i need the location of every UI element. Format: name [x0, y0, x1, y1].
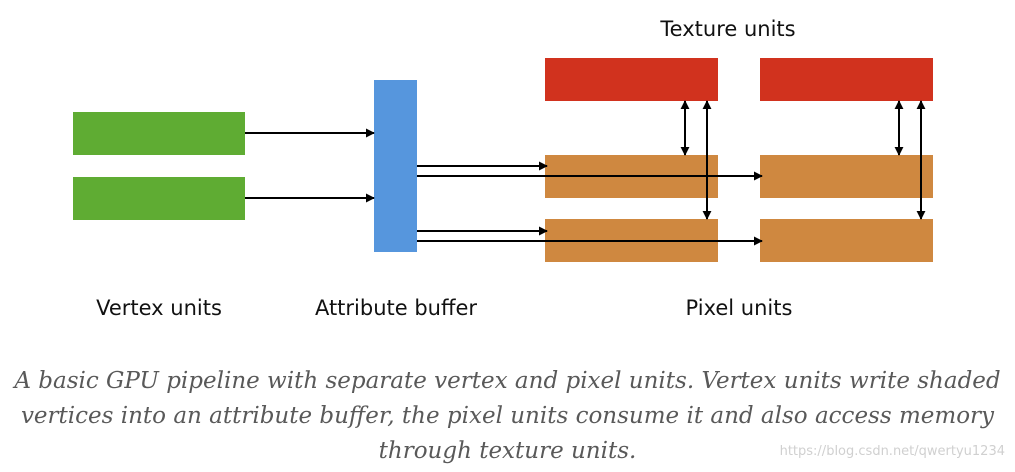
pixel-unit-4	[760, 219, 933, 262]
pixel-unit-3	[760, 155, 933, 198]
label-vertex-units: Vertex units	[96, 296, 222, 320]
label-pixel-units: Pixel units	[686, 296, 793, 320]
attribute-buffer	[374, 80, 417, 252]
gpu-pipeline-diagram: Texture units Vertex units Attribute buf…	[73, 17, 933, 320]
vertex-unit-2	[73, 177, 245, 220]
vertex-unit-1	[73, 112, 245, 155]
figure-caption: A basic GPU pipeline with separate verte…	[14, 368, 1001, 464]
label-attribute-buffer: Attribute buffer	[315, 296, 477, 320]
watermark: https://blog.csdn.net/qwertyu1234	[779, 444, 1005, 459]
label-texture-units: Texture units	[659, 17, 795, 41]
texture-unit-2	[760, 58, 933, 101]
texture-unit-1	[545, 58, 718, 101]
